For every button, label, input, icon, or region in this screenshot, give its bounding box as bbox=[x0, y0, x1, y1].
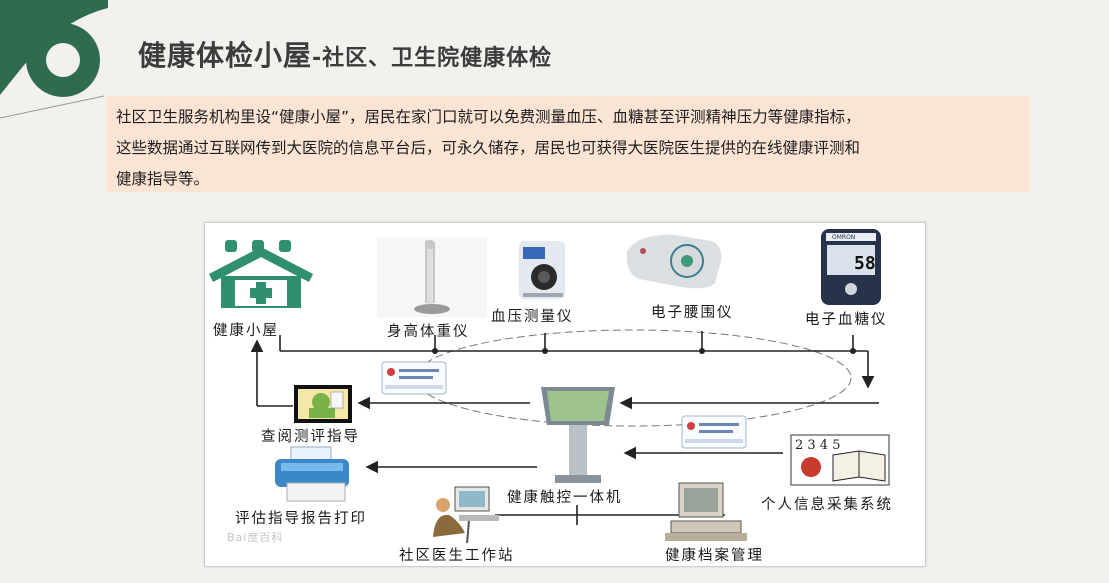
blood-pressure-monitor-icon bbox=[519, 241, 565, 299]
glucose-reading: 58 bbox=[854, 253, 876, 274]
label-kiosk: 健康触控一体机 bbox=[507, 490, 623, 506]
description-line-3: 健康指导等。 bbox=[116, 170, 210, 188]
label-doctor-station: 社区医生工作站 bbox=[399, 548, 515, 564]
health-hut-diagram: 健康小屋 身高体重仪 血压测量仪 电子腰围仪 58 OMRON 电子血糖仪 bbox=[204, 222, 926, 567]
title-main: 健康体检小屋 bbox=[138, 39, 313, 72]
height-weight-scale-icon bbox=[377, 237, 487, 317]
review-monitor-icon bbox=[294, 385, 352, 423]
id-card-icon bbox=[381, 361, 447, 395]
glucose-brand: OMRON bbox=[832, 234, 855, 241]
description-line-1: 社区卫生服务机构里设“健康小屋”，居民在家门口就可以免费测量血压、血糖甚至评测精… bbox=[116, 108, 861, 126]
waist-meter-icon bbox=[626, 234, 722, 289]
label-waist-meter: 电子腰围仪 bbox=[651, 305, 734, 321]
label-glucose-meter: 电子血糖仪 bbox=[805, 312, 888, 328]
title-subtitle: -社区、卫生院健康体检 bbox=[312, 46, 553, 71]
label-health-hut: 健康小屋 bbox=[213, 323, 279, 339]
label-height-weight: 身高体重仪 bbox=[387, 324, 470, 340]
corner-ring-decoration bbox=[0, 0, 108, 119]
id-card-icon bbox=[681, 415, 747, 449]
label-blood-pressure: 血压测量仪 bbox=[491, 309, 574, 325]
watermark: Bai度百科 bbox=[227, 531, 284, 544]
label-personal-info: 个人信息采集系统 bbox=[761, 497, 893, 513]
svg-text:2 3 4 5: 2 3 4 5 bbox=[795, 438, 840, 453]
glucose-meter-icon: 58 OMRON bbox=[821, 229, 881, 305]
description-box: 社区卫生服务机构里设“健康小屋”，居民在家门口就可以免费测量血压、血糖甚至评测精… bbox=[106, 96, 1030, 192]
label-review-guide: 查阅测评指导 bbox=[261, 429, 360, 445]
slide-title: 健康体检小屋-社区、卫生院健康体检 bbox=[138, 34, 552, 74]
personal-info-system-icon: 2 3 4 5 bbox=[790, 434, 890, 486]
printer-icon bbox=[275, 446, 349, 502]
health-hut-icon bbox=[208, 240, 314, 308]
label-report-print: 评估指导报告打印 bbox=[235, 511, 367, 527]
label-records: 健康档案管理 bbox=[665, 548, 764, 564]
touch-kiosk-icon bbox=[541, 387, 615, 483]
records-computer-icon bbox=[665, 482, 747, 541]
doctor-workstation-icon bbox=[433, 486, 499, 544]
description-line-2: 这些数据通过互联网传到大医院的信息平台后，可永久储存，居民也可获得大医院医生提供… bbox=[116, 139, 861, 157]
